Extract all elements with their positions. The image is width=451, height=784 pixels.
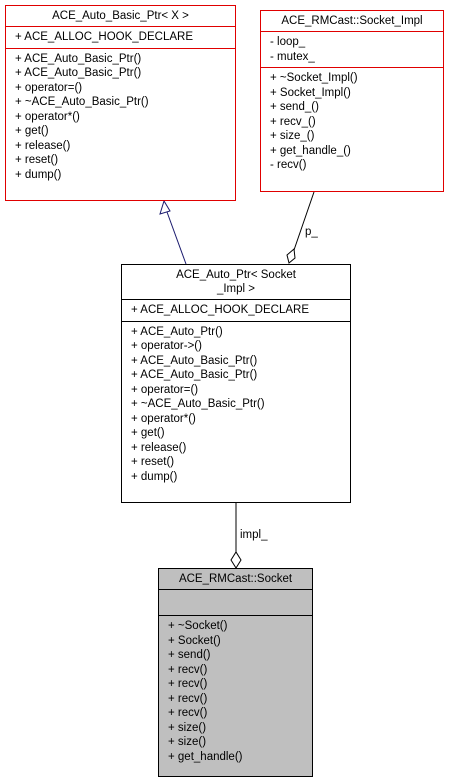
method: + dump() [15, 168, 62, 181]
method: + recv_() [270, 115, 316, 128]
p-aggregation-edge [293, 191, 315, 251]
class-title: ACE_RMCast::Socket [178, 573, 293, 585]
method: + dump() [131, 470, 178, 483]
method: + ACE_Auto_Basic_Ptr() [15, 67, 142, 79]
class-title-line1: ACE_Auto_Ptr< Socket [176, 269, 296, 281]
class-title-line2: _Impl > [216, 283, 256, 295]
inheritance-arrowhead [159, 199, 171, 215]
p-edge-label: p_ [305, 226, 318, 238]
method: + send_() [270, 101, 319, 113]
method: + get() [131, 427, 165, 439]
attributes-section: + ACE_ALLOC_HOOK_DECLARE [122, 299, 350, 321]
attribute: + ACE_ALLOC_HOOK_DECLARE [15, 31, 194, 43]
method: + reset() [15, 154, 59, 166]
method: + recv() [168, 678, 208, 690]
method: + get() [15, 125, 49, 137]
class-title: ACE_Auto_Ptr< Socket _Impl > [122, 265, 350, 299]
method: + size_() [270, 130, 315, 142]
method: + recv() [168, 707, 208, 719]
method: + ~Socket_Impl() [270, 72, 358, 84]
class-ace-auto-basic-ptr[interactable]: ACE_Auto_Basic_Ptr< X > + ACE_ALLOC_HOOK… [5, 5, 236, 201]
impl-edge-label: impl_ [240, 529, 268, 541]
method: + operator*() [131, 412, 196, 425]
methods-section: + ~Socket() + Socket() + send() + recv()… [159, 615, 312, 767]
impl-aggregation-diamond [230, 551, 242, 569]
class-socket-impl[interactable]: ACE_RMCast::Socket_Impl - loop_ - mutex_… [260, 10, 444, 192]
method: + operator=() [15, 81, 83, 94]
method: + ACE_Auto_Basic_Ptr() [15, 52, 142, 65]
p-aggregation-diamond [286, 248, 296, 264]
attribute: + ACE_ALLOC_HOOK_DECLARE [131, 304, 310, 316]
method: + size() [168, 721, 207, 734]
method: + reset() [131, 456, 175, 468]
attributes-section: - loop_ - mutex_ [261, 31, 443, 67]
method: + operator->() [131, 340, 202, 352]
class-ace-auto-ptr[interactable]: ACE_Auto_Ptr< Socket _Impl > + ACE_ALLOC… [121, 264, 351, 503]
method: + Socket_Impl() [270, 86, 351, 99]
method: + recv() [168, 692, 208, 705]
class-socket[interactable]: ACE_RMCast::Socket + ~Socket() + Socket(… [158, 568, 313, 777]
method: + operator*() [15, 110, 80, 123]
method: + get_handle_() [270, 144, 351, 157]
attributes-section: + ACE_ALLOC_HOOK_DECLARE [6, 26, 235, 48]
method: + size() [168, 736, 207, 748]
class-title: ACE_RMCast::Socket_Impl [281, 15, 423, 27]
attribute: - loop_ [270, 36, 306, 48]
method: + ~Socket() [168, 620, 228, 632]
method: + ACE_Auto_Basic_Ptr() [131, 354, 258, 367]
method: + ACE_Auto_Ptr() [131, 325, 223, 338]
method: + Socket() [168, 634, 221, 647]
methods-section: + ACE_Auto_Basic_Ptr() + ACE_Auto_Basic_… [6, 47, 235, 186]
inheritance-edge [166, 211, 187, 265]
method: + release() [15, 139, 71, 152]
method: - recv() [270, 159, 307, 171]
methods-section: + ~Socket_Impl() + Socket_Impl() + send_… [261, 67, 443, 176]
method: + ACE_Auto_Basic_Ptr() [131, 369, 258, 381]
method: + release() [131, 441, 187, 454]
method: + operator=() [131, 383, 199, 396]
method: + recv() [168, 663, 208, 676]
method: + ~ACE_Auto_Basic_Ptr() [131, 398, 265, 410]
class-title: ACE_Auto_Basic_Ptr< X > [52, 10, 189, 22]
methods-section: + ACE_Auto_Ptr() + operator->() + ACE_Au… [122, 320, 350, 488]
method: + send() [168, 649, 211, 661]
method: + ~ACE_Auto_Basic_Ptr() [15, 96, 149, 108]
method: + get_handle() [168, 750, 243, 763]
attributes-section [159, 589, 312, 615]
attribute: - mutex_ [270, 50, 315, 63]
